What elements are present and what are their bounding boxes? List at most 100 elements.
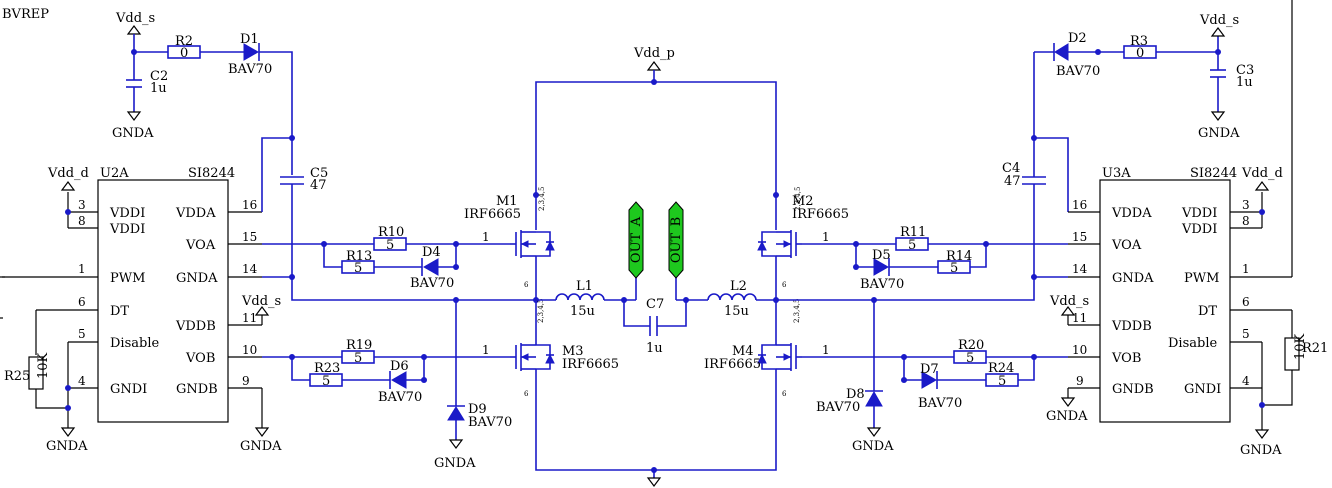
r19-ref: R19 (346, 338, 372, 353)
u3a-pin-num: 6 (1242, 295, 1250, 309)
u3a-pin-num: 5 (1242, 327, 1250, 341)
d1-ref: D1 (240, 32, 259, 47)
c5-ref: C5 (310, 166, 328, 181)
u3a-part: SI8244 (1190, 166, 1237, 181)
r14-ref: R14 (946, 249, 972, 264)
u2a-pin-num: 15 (242, 230, 257, 244)
r23-value: 5 (322, 374, 330, 389)
m2-source-pin: 6 (782, 281, 787, 289)
port-out-b[interactable]: OUT_B (668, 201, 684, 279)
c4-right-net: C4 47 (776, 52, 1069, 301)
net-label-vdd-d: Vdd_d (1241, 166, 1283, 181)
r25-value: 10K (36, 352, 51, 379)
d9-ref: D9 (468, 402, 487, 417)
u2a-pin-name: Disable (110, 336, 159, 351)
bootstrap-left: Vdd_s R2 0 D1 BAV70 C2 1u GNDA (112, 11, 295, 175)
mosfet-m3[interactable]: 2,3,4,5 6 M3 IRF6665 (510, 297, 619, 398)
u3a-pin-name: GNDB (1112, 382, 1154, 397)
m3-drain-pins: 2,3,4,5 (537, 299, 545, 324)
u3a-pin-num: 16 (1072, 198, 1087, 212)
h-bridge-rails: Vdd_p (535, 46, 777, 487)
port-out-a[interactable]: OUT_A (628, 201, 644, 279)
m4-ref: M4 (732, 344, 754, 359)
m2-ref: M2 (792, 194, 814, 209)
u3a-pin-num: 14 (1072, 262, 1088, 276)
mosfet-m4[interactable]: 2,3,4,5 6 M4 IRF6665 (704, 297, 802, 398)
u3a-pin-num: 3 (1242, 198, 1250, 212)
u2a-part: SI8244 (188, 166, 235, 181)
u2a-pin-name: VOA (185, 238, 216, 253)
net-label-gnda: GNDA (46, 439, 88, 454)
m1-ref: M1 (496, 194, 518, 209)
u3a-pin-name: VDDI (1181, 206, 1217, 221)
output-filter: L1 15u C7 1u L2 15u (536, 270, 776, 356)
port-out-a-label: OUT_A (629, 216, 644, 263)
d8-ref: D8 (846, 387, 865, 402)
c2-value: 1u (150, 81, 167, 96)
d7-ref: D7 (920, 362, 939, 377)
bootstrap-right: D2 BAV70 R3 0 Vdd_s C3 1u GNDA (1034, 13, 1254, 141)
u3a-pin-num: 8 (1242, 214, 1250, 228)
driver-u2a[interactable]: U2A SI8244 3 8 1 6 5 4 VDDI VDDI PWM DT … (2, 166, 262, 423)
u3a-pin-num: 4 (1242, 374, 1250, 388)
m3-part: IRF6665 (562, 357, 619, 372)
u3a-pin-num: 10 (1072, 343, 1087, 357)
u3a-pin-name: VDDB (1111, 319, 1152, 334)
m3-gate-pin: 1 (482, 343, 490, 357)
net-label-gnda: GNDA (852, 439, 894, 454)
d8-part: BAV70 (816, 400, 860, 415)
u2a-right-supply: Vdd_s GNDA (240, 294, 282, 454)
m4-source-pin: 6 (782, 390, 787, 398)
c4-ref: C4 (1002, 161, 1020, 176)
m2-part: IRF6665 (792, 207, 849, 222)
u2a-pin-name: VDDI (109, 222, 145, 237)
u3a-pin-name: PWM (1184, 271, 1219, 286)
r3-ref: R3 (1130, 34, 1148, 49)
u2a-pin-name: VDDA (175, 206, 216, 221)
u3a-pin-num: 1 (1242, 262, 1250, 276)
d7-part: BAV70 (918, 396, 962, 411)
u2a-pin-num: 11 (242, 311, 257, 325)
r3-value: 0 (1136, 46, 1144, 61)
r21-ref: R21 (1302, 341, 1328, 356)
c7-ref: C7 (646, 297, 664, 312)
mosfet-m2[interactable]: 2,3,4,5 6 M2 IRF6665 (757, 187, 849, 301)
net-label-gnda: GNDA (112, 126, 154, 141)
gate-drive-m3: R19 5 R23 5 D6 BAV70 1 (262, 338, 510, 405)
l1-ref: L1 (576, 279, 593, 294)
d8-clamp: D8 BAV70 GNDA (816, 297, 894, 454)
u2a-pin-name: VDDI (109, 206, 145, 221)
d6-ref: D6 (390, 359, 409, 374)
u2a-pin-num: 14 (242, 262, 258, 276)
net-label-bvrep: BVREP (2, 7, 49, 22)
u3a-left-supply: Vdd_s GNDA (1046, 294, 1089, 424)
m4-gate-pin: 1 (822, 343, 830, 357)
net-label-vdd-d: Vdd_d (47, 166, 89, 181)
d4-ref: D4 (422, 245, 441, 260)
r21-value: 10K (1293, 333, 1308, 360)
u3a-pin-name: GNDI (1184, 382, 1221, 397)
u2a-pin-num: 3 (78, 198, 86, 212)
net-label-gnda: GNDA (240, 439, 282, 454)
m1-part: IRF6665 (464, 207, 521, 222)
r13-value: 5 (354, 261, 362, 276)
r23-ref: R23 (314, 361, 340, 376)
u3a-pin-name: VDDA (1111, 206, 1152, 221)
d9-part: BAV70 (468, 415, 512, 430)
d5-part: BAV70 (860, 277, 904, 292)
u3a-pin-num: 15 (1072, 230, 1087, 244)
u2a-pin-num: 6 (78, 295, 86, 309)
u3a-pin-name: VOA (1111, 238, 1142, 253)
m3-source-pin: 6 (524, 390, 529, 398)
net-label-gnda: GNDA (1240, 443, 1282, 458)
net-label-gnda: GNDA (434, 456, 476, 471)
u3a-pin-name: Disable (1168, 336, 1217, 351)
driver-u3a[interactable]: U3A SI8244 16 15 14 11 10 9 VDDA VOA GND… (1068, 166, 1292, 423)
m1-drain-pins: 2,3,4,5 (538, 187, 546, 212)
m2-drain-pins: 2,3,4,5 (794, 187, 802, 212)
mosfet-m1[interactable]: 2,3,4,5 6 M1 IRF6665 (464, 187, 555, 301)
u2a-pin-name: DT (110, 304, 129, 319)
d4-part: BAV70 (410, 276, 454, 291)
gate-drive-m2: R11 5 R14 5 D5 BAV70 1 (802, 225, 1068, 292)
net-label-vdd-p: Vdd_p (633, 46, 675, 61)
